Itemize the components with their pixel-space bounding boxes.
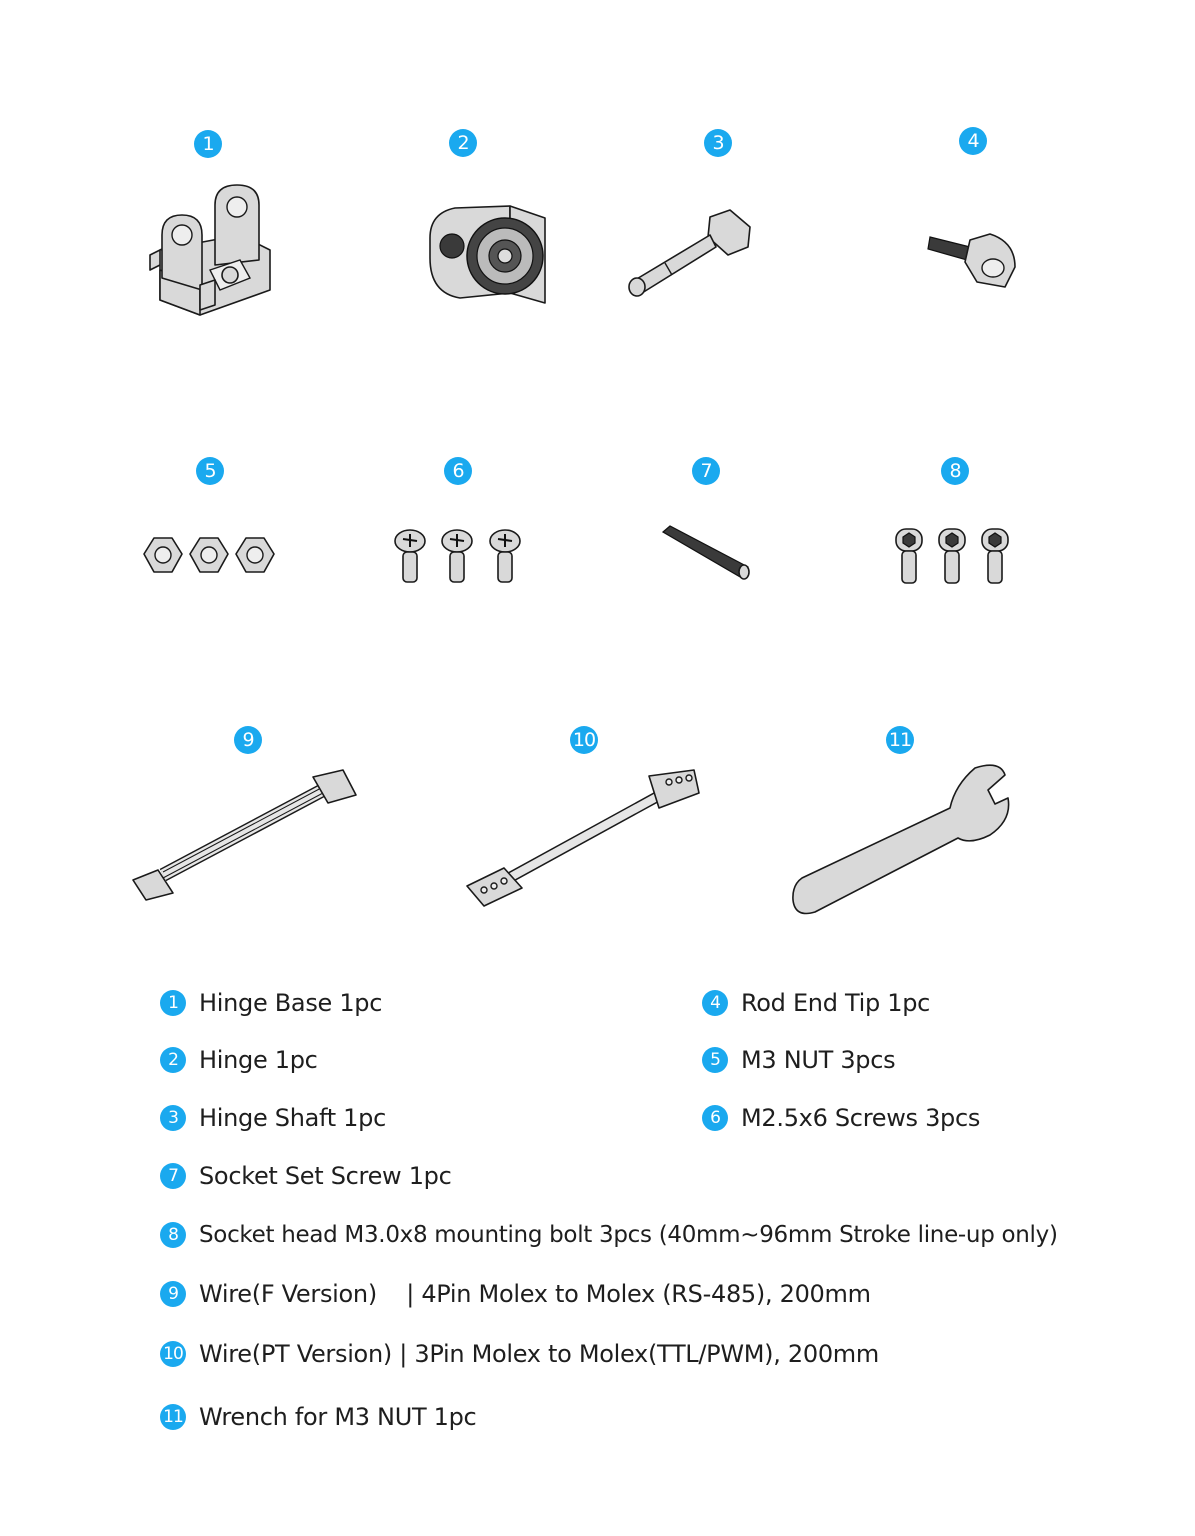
legend-number-badge: 3: [160, 1105, 186, 1131]
part-number-badge: 9: [234, 726, 262, 754]
legend-item: 7 Socket Set Screw 1pc: [160, 1159, 452, 1193]
wire-4pin-icon: [128, 765, 363, 905]
legend-item: 10 Wire(PT Version) | 3Pin Molex to Mole…: [160, 1337, 879, 1371]
legend-text: M3 NUT 3pcs: [741, 1046, 896, 1074]
legend-text: Hinge Shaft 1pc: [199, 1104, 386, 1132]
legend-text: Wrench for M3 NUT 1pc: [199, 1403, 477, 1431]
legend-item: 2 Hinge 1pc: [160, 1043, 318, 1077]
part-number-badge: 6: [444, 457, 472, 485]
wrench-icon: [790, 760, 1015, 918]
hinge-base-icon: [140, 180, 280, 320]
legend-text: Hinge Base 1pc: [199, 989, 383, 1017]
legend-text: Socket head M3.0x8 mounting bolt 3pcs (4…: [199, 1222, 1058, 1248]
wire-3pin-icon: [464, 768, 704, 908]
legend-text: Wire(F Version) | 4Pin Molex to Molex (R…: [199, 1280, 871, 1308]
part-number-badge: 7: [692, 457, 720, 485]
legend-number-badge: 8: [160, 1222, 186, 1248]
socket-head-bolt-icon: [892, 525, 1022, 587]
legend-item: 11 Wrench for M3 NUT 1pc: [160, 1400, 477, 1434]
legend-number-badge: 7: [160, 1163, 186, 1189]
legend-text: Rod End Tip 1pc: [741, 989, 931, 1017]
legend-item: 6 M2.5x6 Screws 3pcs: [702, 1101, 980, 1135]
legend-number-badge: 9: [160, 1281, 186, 1307]
hinge-shaft-icon: [620, 205, 760, 300]
legend-number-badge: 5: [702, 1047, 728, 1073]
part-number-badge: 3: [704, 129, 732, 157]
legend-number-badge: 10: [160, 1341, 186, 1367]
part-number-badge: 5: [196, 457, 224, 485]
legend-item: 4 Rod End Tip 1pc: [702, 986, 930, 1020]
rod-end-tip-icon: [925, 222, 1025, 294]
legend-item: 1 Hinge Base 1pc: [160, 986, 382, 1020]
legend-text: Socket Set Screw 1pc: [199, 1162, 452, 1190]
legend-text: M2.5x6 Screws 3pcs: [741, 1104, 981, 1132]
legend-item: 5 M3 NUT 3pcs: [702, 1043, 896, 1077]
part-number-badge: 2: [449, 129, 477, 157]
part-number-badge: 8: [941, 457, 969, 485]
socket-set-screw-icon: [660, 522, 755, 590]
legend-number-badge: 11: [160, 1404, 186, 1430]
part-number-badge: 10: [570, 726, 598, 754]
m25-screw-icon: [393, 527, 528, 587]
legend-item: 3 Hinge Shaft 1pc: [160, 1101, 386, 1135]
legend-text: Wire(PT Version) | 3Pin Molex to Molex(T…: [199, 1340, 879, 1368]
legend-text: Hinge 1pc: [199, 1046, 318, 1074]
legend-number-badge: 6: [702, 1105, 728, 1131]
legend-number-badge: 4: [702, 990, 728, 1016]
m3-nut-icon: [140, 532, 280, 582]
legend-number-badge: 2: [160, 1047, 186, 1073]
legend-item: 9 Wire(F Version) | 4Pin Molex to Molex …: [160, 1277, 871, 1311]
part-number-badge: 11: [886, 726, 914, 754]
legend-item: 8 Socket head M3.0x8 mounting bolt 3pcs …: [160, 1218, 1058, 1252]
hinge-icon: [420, 198, 560, 308]
part-number-badge: 4: [959, 127, 987, 155]
legend-number-badge: 1: [160, 990, 186, 1016]
part-number-badge: 1: [194, 130, 222, 158]
